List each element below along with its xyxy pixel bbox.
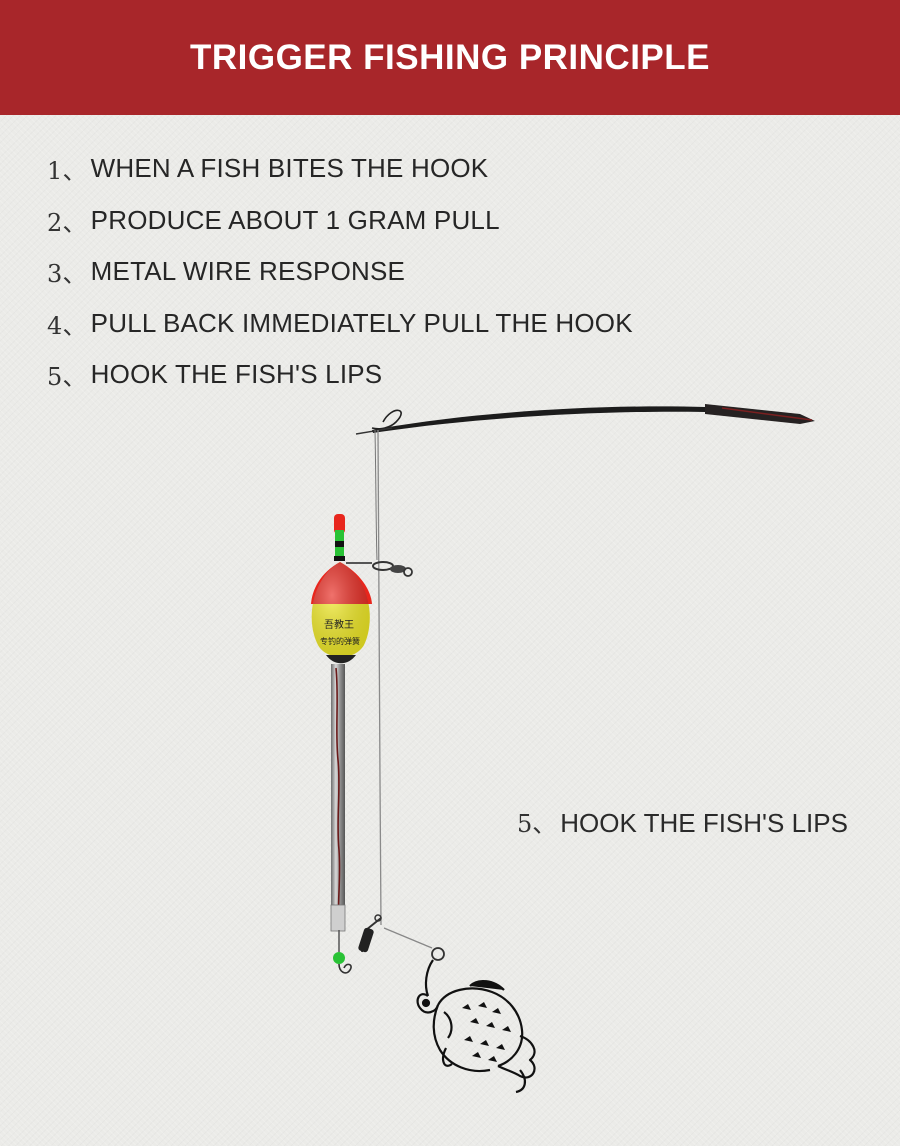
fishing-line xyxy=(374,429,382,926)
step-item-4: 4、 PULL BACK IMMEDIATELY PULL THE HOOK xyxy=(47,298,633,350)
trigger-tube xyxy=(330,664,352,974)
step-item-2: 2、 PRODUCE ABOUT 1 GRAM PULL xyxy=(47,195,633,247)
step-number: 4、 xyxy=(47,311,87,340)
fishing-rod xyxy=(355,404,815,435)
step-text: METAL WIRE RESPONSE xyxy=(90,256,406,287)
step-text: PULL BACK IMMEDIATELY PULL THE HOOK xyxy=(90,307,633,338)
float-body: 吾教王 专钓的弹簧 xyxy=(311,562,372,664)
step-number: 1、 xyxy=(47,157,87,186)
hook-annotation: 5、HOOK THE FISH'S LIPS xyxy=(517,804,848,839)
float-label-line-2: 专钓的弹簧 xyxy=(320,636,360,646)
step-item-5: 5、 HOOK THE FISH'S LIPS xyxy=(47,349,633,401)
step-list: 1、 WHEN A FISH BITES THE HOOK 2、 PRODUCE… xyxy=(47,143,633,401)
float-label-line-1: 吾教王 xyxy=(324,618,354,631)
title-banner: TRIGGER FISHING PRINCIPLE xyxy=(0,0,900,115)
step-number: 3、 xyxy=(47,260,87,289)
fish-illustration xyxy=(416,959,536,1094)
page-title: TRIGGER FISHING PRINCIPLE xyxy=(189,37,711,77)
step-text: HOOK THE FISH'S LIPS xyxy=(90,359,383,390)
annotation-text: HOOK THE FISH'S LIPS xyxy=(560,808,848,838)
step-item-3: 3、 METAL WIRE RESPONSE xyxy=(47,246,633,298)
float-antenna xyxy=(334,514,345,561)
step-number: 5、 xyxy=(47,363,87,392)
step-text: PRODUCE ABOUT 1 GRAM PULL xyxy=(90,204,500,235)
lower-swivel xyxy=(358,914,445,961)
step-text: WHEN A FISH BITES THE HOOK xyxy=(90,153,489,184)
upper-swivel xyxy=(346,561,413,577)
annotation-number: 5、 xyxy=(517,810,557,838)
step-number: 2、 xyxy=(47,208,87,237)
step-item-1: 1、 WHEN A FISH BITES THE HOOK xyxy=(47,143,633,195)
